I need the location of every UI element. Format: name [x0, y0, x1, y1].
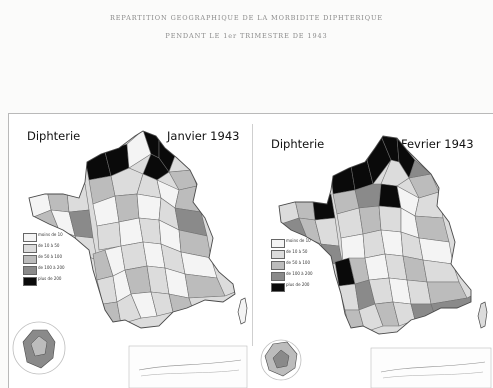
corsica-january [237, 297, 248, 325]
legend-swatch [23, 255, 37, 264]
legend-label: plus de 200 [286, 282, 310, 287]
legend-swatch [271, 272, 285, 281]
legend-label: moins de 10 [38, 232, 63, 237]
legend-swatch [23, 244, 37, 253]
legend-label: de 10 à 50 [286, 249, 308, 254]
legend-swatch [23, 266, 37, 275]
legend-label: de 100 à 200 [38, 265, 65, 270]
legend-swatch [271, 250, 285, 259]
map-plate: Diphterie Janvier 1943 [8, 113, 493, 388]
legend-label: de 10 à 50 [38, 243, 60, 248]
map-title-disease-february: Diphterie [271, 137, 325, 151]
map-title-month-february: Fevrier 1943 [401, 137, 474, 151]
legend-label: de 100 à 200 [286, 271, 313, 276]
legend-label: moins de 10 [286, 238, 311, 243]
map-panel-january: Diphterie Janvier 1943 [9, 114, 252, 388]
map-title-disease-january: Diphterie [27, 129, 81, 143]
legend-label: de 50 à 100 [286, 260, 310, 265]
map-title-month-january: Janvier 1943 [167, 129, 240, 143]
france-map-january [12, 130, 248, 388]
figure-heading-line-2: PENDANT LE 1er TRIMESTRE DE 1943 [165, 32, 328, 40]
legend-swatch [23, 233, 37, 242]
corsica-february [477, 301, 488, 329]
legend-swatch [271, 283, 285, 292]
legend-label: plus de 200 [38, 276, 62, 281]
legend-swatch [271, 261, 285, 270]
legend-swatch [23, 277, 37, 286]
legend-label: de 50 à 100 [38, 254, 62, 259]
legend-swatch [271, 239, 285, 248]
france-map-february [260, 135, 492, 388]
map-panel-february: Diphterie Fevrier 1943 [255, 114, 493, 388]
figure-heading-line-1: REPARTITION GEOGRAPHIQUE DE LA MORBIDITE… [109, 14, 383, 22]
map-divider [252, 124, 253, 346]
